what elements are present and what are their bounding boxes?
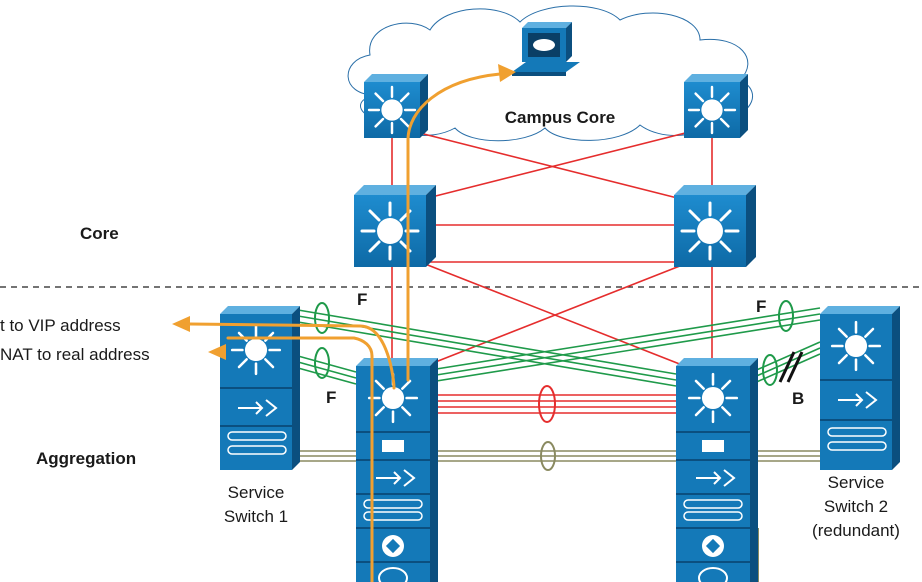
multilayer-switch-icon	[364, 74, 428, 138]
forwarding-label-1: F	[357, 290, 367, 309]
multilayer-switch-icon	[684, 74, 748, 138]
monitor-cloud-icon	[512, 22, 580, 76]
service-link-rings	[314, 300, 794, 386]
aggregation-layer-label: Aggregation	[36, 449, 136, 468]
multilayer-switch-icon	[676, 358, 758, 582]
service-switch-1-label-line1: Service	[228, 483, 285, 502]
forwarding-label-3: F	[756, 297, 766, 316]
service-switch-2-label-line1: Service	[828, 473, 885, 492]
core-layer-label: Core	[80, 224, 119, 243]
service-module-icon	[820, 306, 900, 470]
traffic-flow	[172, 64, 516, 582]
service-switch-1-label-line2: Switch 1	[224, 507, 288, 526]
service-switch-2-label-line2: Switch 2	[824, 497, 888, 516]
forwarding-label-2: F	[326, 388, 336, 407]
trunk-ring	[540, 441, 556, 471]
blocking-mark	[778, 351, 804, 383]
campus-core-label: Campus Core	[505, 108, 616, 127]
service-module-icon	[220, 306, 300, 470]
multilayer-switch-icon	[356, 358, 438, 582]
flow-vip-label: t to VIP address	[0, 316, 121, 335]
flow-nat-label: NAT to real address	[0, 345, 150, 364]
etherchannel-core-ring	[538, 385, 556, 423]
core-links	[391, 127, 713, 414]
multilayer-switch-icon	[674, 185, 756, 267]
service-switch-2-label-line3: (redundant)	[812, 521, 900, 540]
multilayer-switch-icon	[354, 185, 436, 267]
blocking-label: B	[792, 389, 804, 408]
